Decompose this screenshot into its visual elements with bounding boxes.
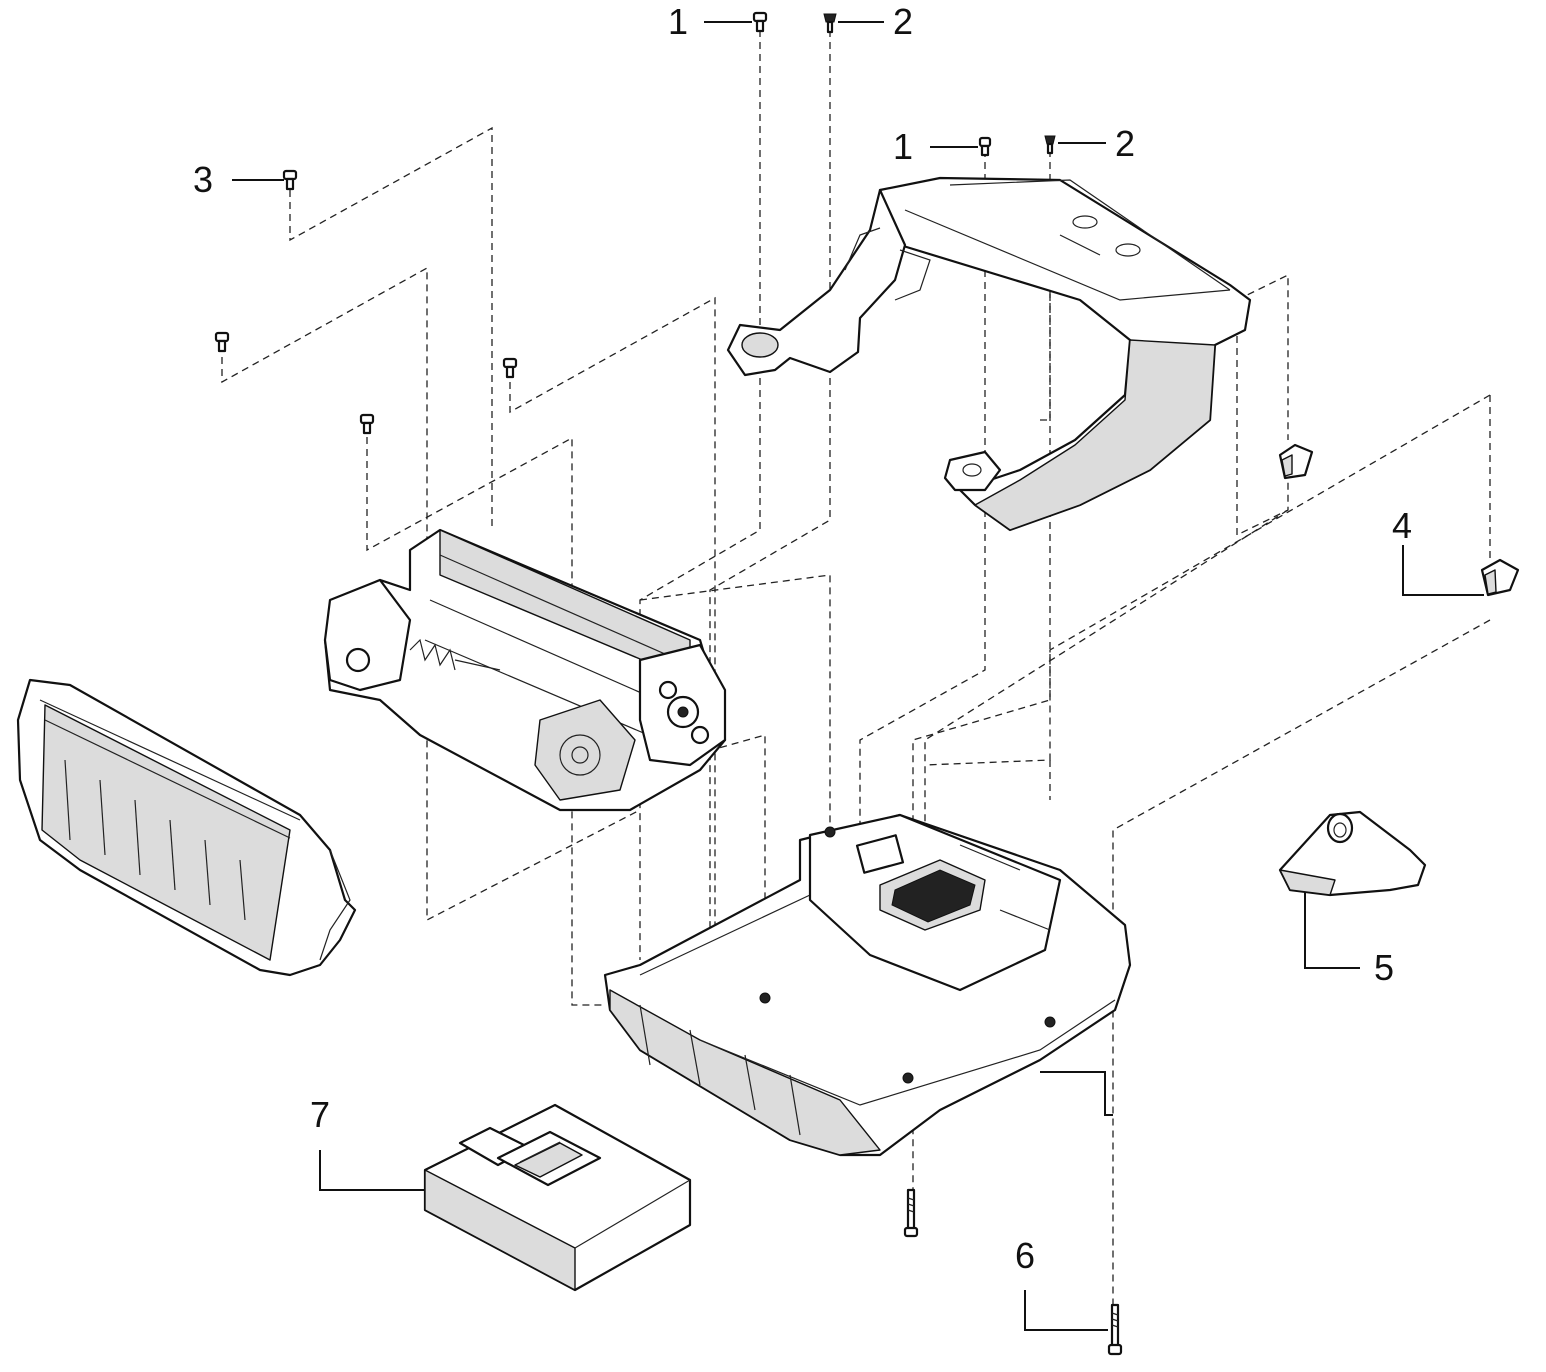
callout-7: 7 [310, 1094, 330, 1135]
long-screw-icon [903, 1188, 919, 1238]
callout-2-top: 2 [893, 1, 913, 42]
callout-labels: 1 2 1 2 3 4 5 6 7 [193, 1, 1412, 1276]
callout-2-cover: 2 [1115, 123, 1135, 164]
screw-icon [752, 11, 768, 33]
screw-icon [214, 331, 230, 353]
top-cover-part [726, 176, 1252, 532]
callout-1-cover: 1 [893, 126, 913, 167]
screw-icons [214, 11, 1123, 1356]
battery-part [423, 1103, 692, 1292]
callout-leaders [232, 21, 1484, 1331]
callout-3: 3 [193, 159, 213, 200]
media-cover-part [16, 678, 357, 977]
latch-part [1278, 443, 1520, 597]
belt-clip-part [1278, 810, 1427, 897]
screw-icon [823, 13, 837, 34]
screw-icon [502, 357, 518, 379]
print-mechanism-part [323, 528, 727, 812]
screw-icon [359, 413, 375, 435]
callout-5: 5 [1374, 947, 1394, 988]
base-housing-part [603, 813, 1132, 1157]
callout-6: 6 [1015, 1235, 1035, 1276]
long-screw-icon [1107, 1303, 1123, 1356]
screw-icon [1044, 135, 1056, 155]
screw-icon [978, 136, 992, 157]
callout-4: 4 [1392, 505, 1412, 546]
screw-icon [282, 169, 298, 191]
callout-1-top: 1 [668, 1, 688, 42]
